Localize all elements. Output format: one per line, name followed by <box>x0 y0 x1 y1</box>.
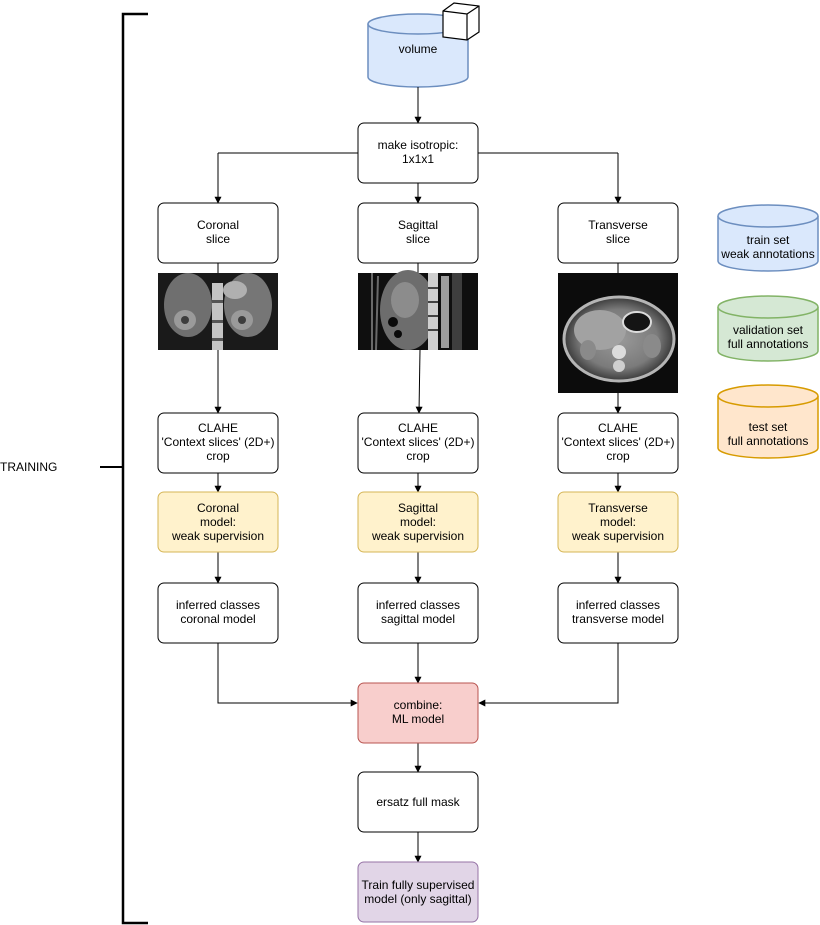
transverse-ct-scan <box>558 273 678 393</box>
legend-train-line-2: weak annotations <box>720 247 814 261</box>
sagittal-clahe-line-2: 'Context slices' (2D+) <box>362 435 475 449</box>
coronal-model-line-2: model: <box>200 515 236 529</box>
transverse-model-line-3: weak supervision <box>571 529 664 543</box>
sagittal-model-box <box>357 491 479 553</box>
coronal-inferred-line-1: inferred classes <box>176 598 260 612</box>
sagittal-clahe-line-3: crop <box>406 449 430 463</box>
sagittal-slice-line-2: slice <box>406 232 430 246</box>
transverse-slice-line-2: slice <box>606 232 630 246</box>
transverse-clahe-line-1: CLAHE <box>598 421 638 435</box>
sagittal-clahe-line-1: CLAHE <box>398 421 438 435</box>
sagittal-model-line-1: Sagittal <box>398 501 438 515</box>
coronal-model-line-1: Coronal <box>197 501 239 515</box>
isotropic-box <box>357 122 479 184</box>
ersatz-box <box>357 771 479 833</box>
coronal-slice-line-1: Coronal <box>197 218 239 232</box>
sagittal-inferred-line-1: inferred classes <box>376 598 460 612</box>
sagittal-model-line-2: model: <box>400 515 436 529</box>
coronal-clahe-line-1: CLAHE <box>198 421 238 435</box>
isotropic-line-2: 1x1x1 <box>402 152 434 166</box>
legend-train-cylinder <box>717 204 819 272</box>
train-full-box <box>357 861 479 923</box>
isotropic-line-1: make isotropic: <box>378 138 459 152</box>
training-bracket <box>100 12 148 925</box>
transverse-model-line-2: model: <box>600 515 636 529</box>
ersatz-line-1: ersatz full mask <box>376 795 460 809</box>
sagittal-slice-box <box>357 202 479 264</box>
sagittal-inferred-line-2: sagittal model <box>381 612 455 626</box>
coronal-clahe-line-3: crop <box>206 449 230 463</box>
sagittal-clahe-box <box>357 412 479 474</box>
connectors <box>214 87 622 863</box>
transverse-slice-line-1: Transverse <box>588 218 648 232</box>
legend-validation-line-1: validation set <box>733 323 804 337</box>
legend-validation-line-2: full annotations <box>728 337 809 351</box>
legend-test-cylinder <box>717 384 819 459</box>
legend-test-line-1: test set <box>749 420 788 434</box>
coronal-clahe-line-2: 'Context slices' (2D+) <box>162 435 275 449</box>
train-full-line-2: model (only sagittal) <box>364 892 471 906</box>
transverse-clahe-line-2: 'Context slices' (2D+) <box>562 435 675 449</box>
sagittal-inferred-box <box>357 582 479 644</box>
sagittal-slice-line-1: Sagittal <box>398 218 438 232</box>
coronal-slice-box <box>157 202 279 264</box>
transverse-inferred-box <box>557 582 679 644</box>
legend-validation-cylinder <box>717 295 819 362</box>
coronal-inferred-line-2: coronal model <box>180 612 255 626</box>
transverse-model-line-1: Transverse <box>588 501 648 515</box>
transverse-clahe-box <box>557 412 679 474</box>
coronal-clahe-box <box>157 412 279 474</box>
legend-train-line-1: train set <box>747 233 790 247</box>
legend-test-line-2: full annotations <box>728 434 809 448</box>
cube-icon <box>442 2 480 41</box>
combine-line-2: ML model <box>392 712 444 726</box>
combine-line-1: combine: <box>394 698 443 712</box>
coronal-ct-scan <box>158 273 278 350</box>
transverse-model-box <box>557 491 679 553</box>
coronal-model-line-3: weak supervision <box>171 529 264 543</box>
coronal-slice-line-2: slice <box>206 232 230 246</box>
transverse-clahe-line-3: crop <box>606 449 630 463</box>
sagittal-ct-scan <box>358 270 478 351</box>
combine-box <box>357 682 479 744</box>
transverse-inferred-line-2: transverse model <box>572 612 664 626</box>
coronal-model-box <box>157 491 279 553</box>
sagittal-model-line-3: weak supervision <box>371 529 464 543</box>
training-label: TRAINING <box>0 460 57 474</box>
transverse-slice-box <box>557 202 679 264</box>
transverse-inferred-line-1: inferred classes <box>576 598 660 612</box>
train-full-line-1: Train fully supervised <box>362 878 475 892</box>
volume-label: volume <box>399 42 438 56</box>
coronal-inferred-box <box>157 582 279 644</box>
